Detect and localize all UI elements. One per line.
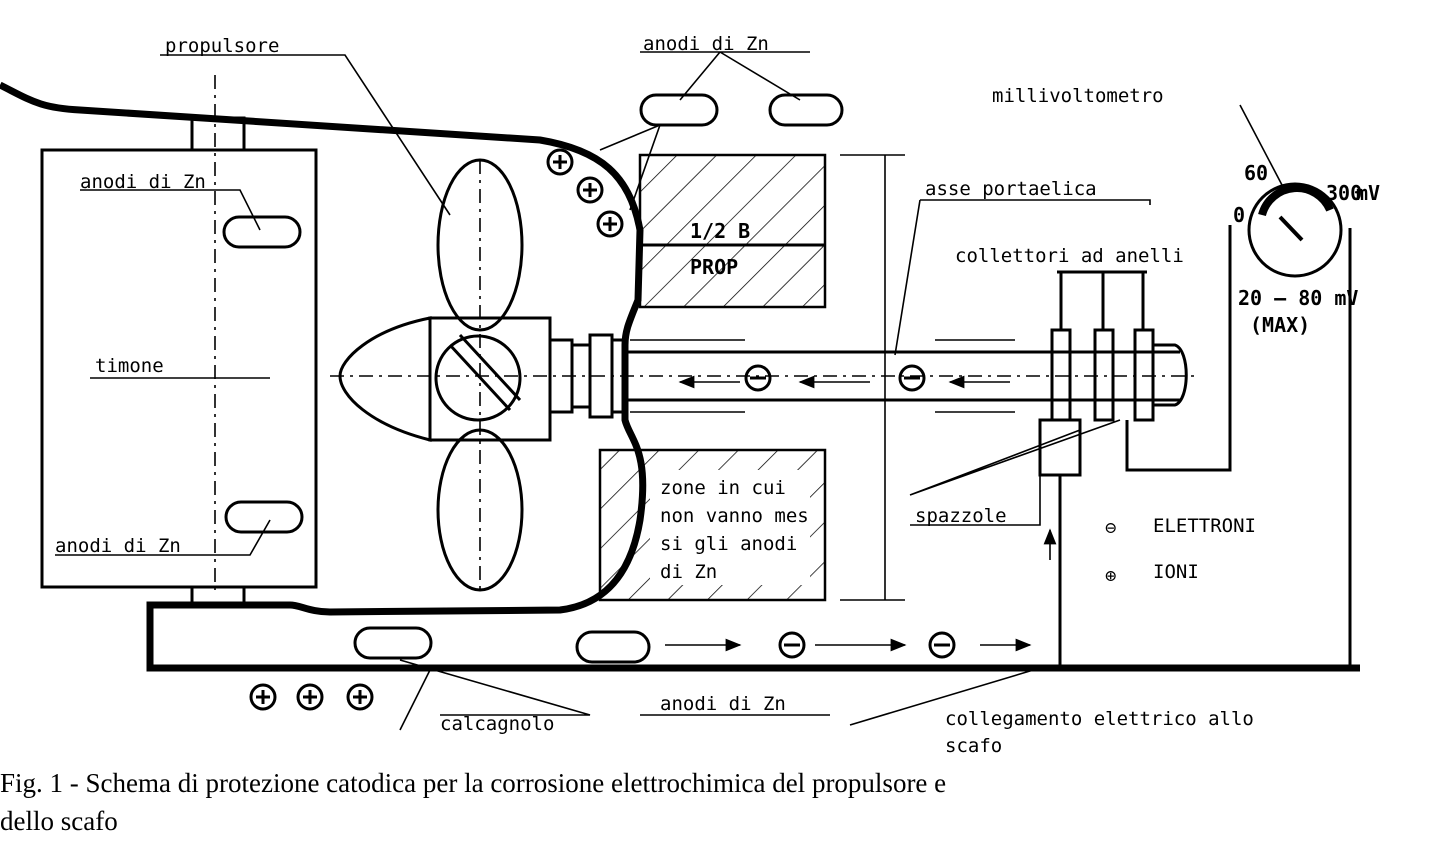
- legend: ⊖ ELETTRONI ⊕ IONI: [1105, 515, 1256, 587]
- label-spazzole: spazzole: [915, 505, 1007, 527]
- brush: [1038, 418, 1082, 477]
- label-half-b: 1/2 B: [690, 219, 750, 243]
- label-anodi-rudder-bottom: anodi di Zn: [55, 535, 181, 557]
- zn-anode: [222, 215, 302, 249]
- meter-max: 300: [1326, 181, 1362, 205]
- label-millivoltometro: millivoltometro: [992, 85, 1164, 107]
- propeller-hub: [338, 316, 432, 442]
- meter-unit: mV: [1356, 181, 1380, 205]
- label-zone-4: di Zn: [660, 561, 717, 583]
- label-prop: PROP: [690, 255, 738, 279]
- meter-range: 20 – 80 mV: [1238, 286, 1358, 310]
- rudder-stock-bottom: [190, 585, 246, 607]
- caption-line-2: dello scafo: [0, 806, 118, 836]
- zn-anode: [353, 626, 433, 660]
- legend-ion-label: IONI: [1153, 561, 1199, 583]
- label-scafo: scafo: [945, 735, 1002, 757]
- label-collegamento: collegamento elettrico allo: [945, 708, 1254, 730]
- legend-electron-label: ELETTRONI: [1153, 515, 1256, 537]
- legend-electron-symbol: ⊖: [1105, 517, 1116, 539]
- zn-anode: [639, 93, 719, 127]
- meter-min: 0: [1233, 203, 1245, 227]
- label-collettori: collettori ad anelli: [955, 245, 1184, 267]
- label-timone: timone: [95, 355, 164, 377]
- label-asse: asse portaelica: [925, 178, 1097, 200]
- legend-ion-symbol: ⊕: [1105, 565, 1116, 587]
- zn-anode: [575, 630, 651, 664]
- ion-symbols: [249, 148, 624, 711]
- zn-anode: [768, 93, 844, 127]
- meter-mid: 60: [1244, 161, 1268, 185]
- propeller-blade-top: [436, 158, 524, 332]
- meter-needle: [1278, 215, 1304, 242]
- label-anodi-rudder-top: anodi di Zn: [80, 171, 206, 193]
- meter-note: (MAX): [1250, 313, 1310, 337]
- label-zone-2: non vanno mes: [660, 505, 809, 527]
- rudder: [40, 148, 318, 589]
- label-zone-3: si gli anodi: [660, 533, 797, 555]
- slip-ring: [1093, 328, 1115, 422]
- leader-lines: [55, 51, 1151, 731]
- label-anodi-bottom: anodi di Zn: [660, 693, 786, 715]
- label-propulsore: propulsore: [165, 35, 279, 57]
- caption-line-1: Fig. 1 - Schema di protezione catodica p…: [0, 768, 946, 798]
- no-anode-zone-top: [638, 153, 827, 309]
- slip-ring: [1133, 328, 1155, 422]
- hull-outline: [0, 81, 1360, 672]
- label-zone-1: zone in cui: [660, 477, 786, 499]
- label-calcagnolo: calcagnolo: [440, 713, 554, 735]
- label-anodi-top: anodi di Zn: [643, 33, 769, 55]
- millivoltmeter: [1247, 182, 1343, 278]
- meter-scale: [1258, 184, 1334, 217]
- rudder-stock-top: [190, 116, 246, 152]
- slip-ring: [1050, 328, 1072, 422]
- zn-anode: [224, 500, 304, 534]
